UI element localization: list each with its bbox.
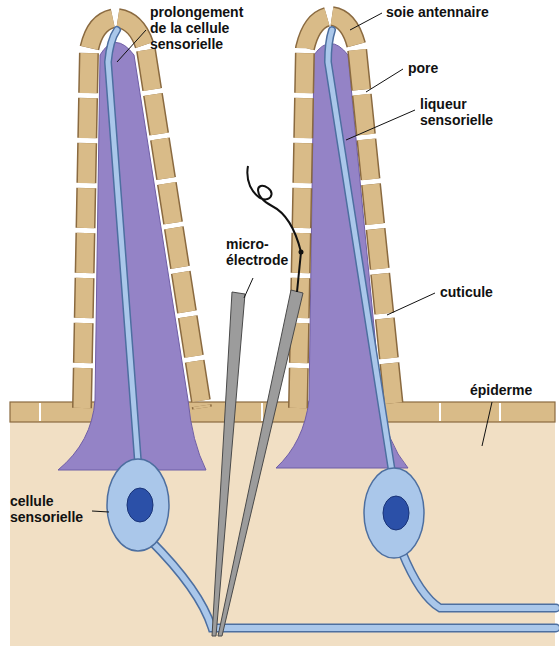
part-label: prolongement de la cellule sensorielle <box>150 4 258 52</box>
nucleus <box>127 488 153 522</box>
leader-line <box>92 13 492 512</box>
microelectrode <box>218 290 303 636</box>
part-label: soie antennaire <box>386 4 489 20</box>
nucleus <box>383 496 409 530</box>
part-label: cellule sensorielle <box>10 493 94 525</box>
dendrite <box>108 30 392 472</box>
wire-joint <box>299 250 304 255</box>
electrode-wire <box>247 166 301 292</box>
sensory-cell <box>364 468 424 558</box>
part-label: micro-électrode <box>226 236 298 268</box>
part-label: pore <box>408 60 438 76</box>
part-label: épiderme <box>470 382 532 398</box>
sensory-cell <box>107 459 169 551</box>
part-label: liqueur sensorielle <box>420 96 506 128</box>
part-label: cuticule <box>440 284 493 300</box>
axon <box>150 540 556 628</box>
